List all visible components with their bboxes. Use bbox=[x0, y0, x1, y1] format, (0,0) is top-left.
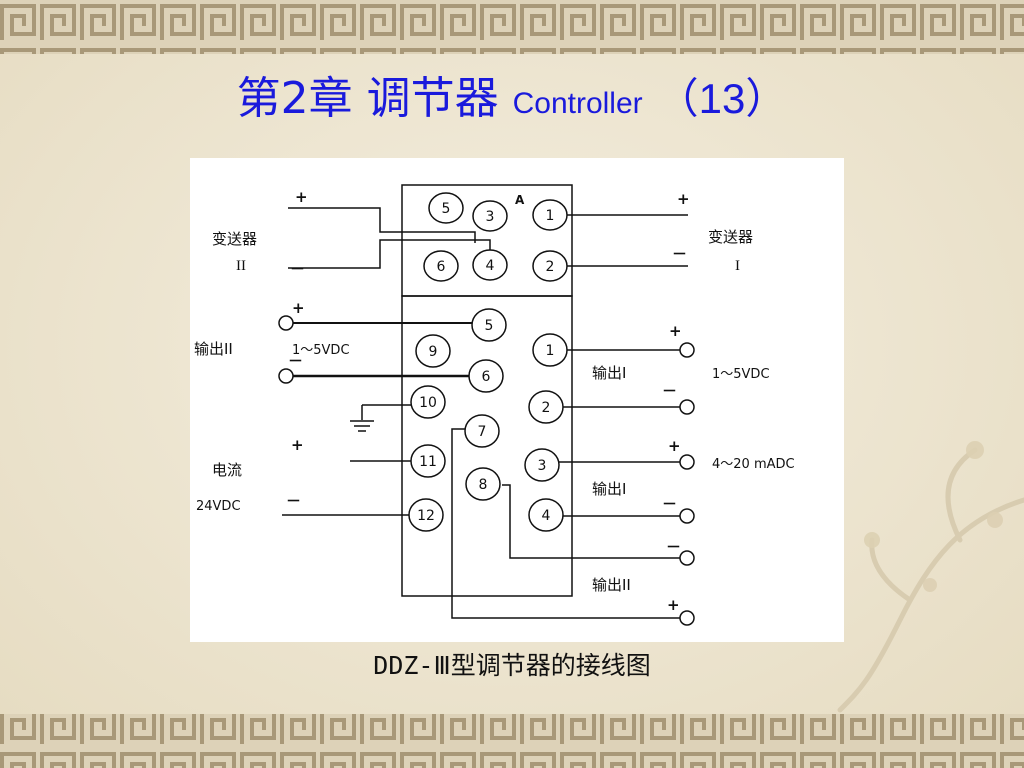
plus-mark: + bbox=[669, 322, 682, 340]
terminal-output-ii-plus-right bbox=[679, 610, 695, 626]
terminal-number: 3 bbox=[486, 209, 495, 225]
terminal-number: 10 bbox=[419, 395, 437, 411]
upper-terminal-circle bbox=[472, 249, 508, 281]
terminal-number: 11 bbox=[419, 454, 437, 470]
bottom-border-pattern bbox=[0, 714, 1024, 768]
terminal-number: 12 bbox=[417, 508, 435, 524]
terminal-output-i-minus bbox=[679, 399, 695, 415]
lower-terminal-circle bbox=[464, 414, 500, 448]
wiring-diagram-panel: 5 3 1 6 4 2 5 9 1 6 10 2 7 11 3 8 4 12 +… bbox=[190, 158, 844, 642]
title-chinese: 第2章 调节器 bbox=[236, 73, 513, 124]
terminal-current-plus bbox=[679, 454, 695, 470]
right-transmitter-label: 变送器 bbox=[708, 228, 753, 246]
left-transmitter-id: II bbox=[236, 258, 246, 274]
terminal-current-minus bbox=[679, 508, 695, 524]
left-output-label: 输出II bbox=[194, 340, 233, 358]
top-border-pattern bbox=[0, 0, 1024, 54]
upper-terminal-circle bbox=[472, 200, 508, 232]
terminal-number: 6 bbox=[482, 369, 491, 385]
lower-terminal-circle bbox=[410, 444, 446, 478]
lower-terminal-circle bbox=[528, 390, 564, 424]
upper-terminal-circle bbox=[532, 199, 568, 231]
upper-terminal-circle bbox=[532, 250, 568, 282]
terminal-number: 3 bbox=[538, 458, 547, 474]
minus-mark: － bbox=[672, 245, 687, 263]
upper-terminal-circle bbox=[423, 250, 459, 282]
plus-mark: + bbox=[667, 596, 680, 614]
right-output-label-1: 输出I bbox=[592, 364, 626, 382]
right-transmitter-id: I bbox=[735, 258, 740, 274]
terminal-number: 4 bbox=[542, 508, 551, 524]
right-output-range-1: 1～5VDC bbox=[712, 367, 770, 382]
terminal-a-mark: A bbox=[515, 193, 525, 207]
lower-terminal-circle bbox=[471, 308, 507, 342]
right-output-label-2: 输出I bbox=[592, 480, 626, 498]
plus-mark: + bbox=[292, 299, 305, 317]
title-english: Controller bbox=[512, 87, 643, 120]
terminal-number: 2 bbox=[542, 400, 551, 416]
plus-mark: + bbox=[291, 436, 304, 454]
terminal-number: 5 bbox=[485, 318, 494, 334]
lower-terminal-circle bbox=[528, 498, 564, 532]
plus-mark: + bbox=[295, 188, 308, 206]
lower-terminal-circle bbox=[524, 448, 560, 482]
terminal-output-i-plus bbox=[679, 342, 695, 358]
terminal-output-ii-plus bbox=[278, 315, 294, 331]
output-terminals bbox=[278, 315, 695, 626]
terminal-number: 6 bbox=[437, 259, 446, 275]
minus-mark: － bbox=[286, 492, 301, 510]
lower-terminal-circle bbox=[468, 359, 504, 393]
left-output-range: 1～5VDC bbox=[292, 343, 350, 358]
slide-title: 第2章 调节器 Controller （13） bbox=[0, 62, 1024, 126]
lower-terminal-circle bbox=[408, 498, 444, 532]
minus-mark: － bbox=[290, 260, 305, 278]
terminal-number: 2 bbox=[546, 259, 555, 275]
minus-mark: － bbox=[662, 382, 677, 400]
power-label: 电流 bbox=[212, 461, 242, 479]
wiring-diagram: 5 3 1 6 4 2 5 9 1 6 10 2 7 11 3 8 4 12 +… bbox=[194, 184, 795, 626]
terminal-number: 4 bbox=[486, 258, 495, 274]
terminal-number: 1 bbox=[546, 343, 555, 359]
power-voltage: 24VDC bbox=[196, 499, 241, 514]
title-number: （13） bbox=[656, 75, 788, 122]
minus-mark: － bbox=[666, 538, 681, 556]
minus-mark: － bbox=[288, 352, 303, 370]
plus-mark: + bbox=[668, 437, 681, 455]
diagram-caption: DDZ-Ⅲ型调节器的接线图 bbox=[373, 651, 651, 680]
terminal-number: 7 bbox=[478, 424, 487, 440]
terminal-number: 9 bbox=[429, 344, 438, 360]
terminal-number: 1 bbox=[546, 208, 555, 224]
right-output-range-2: 4～20 mADC bbox=[712, 457, 795, 472]
right-output-label-3: 输出II bbox=[592, 576, 631, 594]
terminal-output-ii-minus-right bbox=[679, 550, 695, 566]
lower-terminal-block bbox=[401, 295, 573, 597]
left-transmitter-label: 变送器 bbox=[212, 230, 257, 248]
terminal-number: 5 bbox=[442, 201, 451, 217]
lower-terminal-circle bbox=[465, 467, 501, 501]
lower-terminal-circle bbox=[415, 334, 451, 368]
terminal-number: 8 bbox=[479, 477, 488, 493]
lower-terminal-circle bbox=[532, 333, 568, 367]
plus-mark: + bbox=[677, 190, 690, 208]
terminal-output-ii-minus bbox=[278, 368, 294, 384]
upper-terminal-circle bbox=[428, 192, 464, 224]
minus-mark: － bbox=[662, 495, 677, 513]
lower-terminal-circle bbox=[410, 385, 446, 419]
